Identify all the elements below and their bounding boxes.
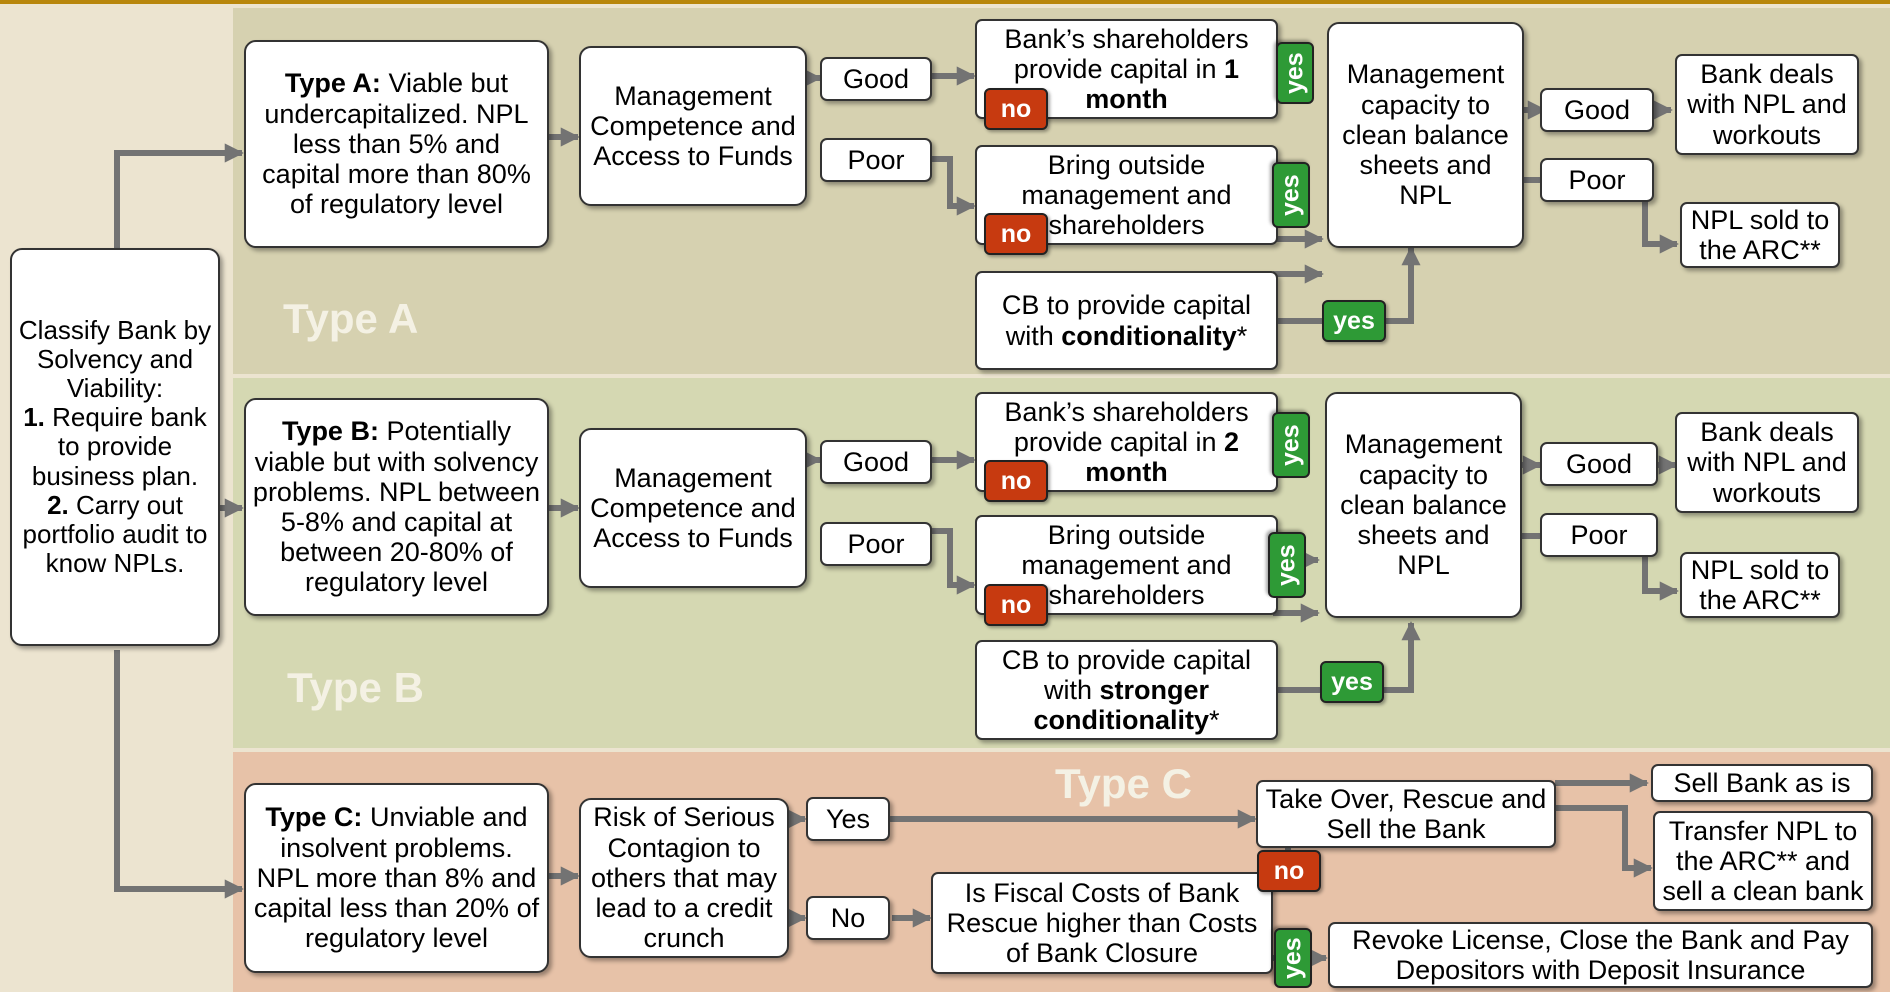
type-a-definition-box: Type A: Viable but undercapitalized. NPL… bbox=[244, 40, 549, 248]
classify-step-1-number: 1. bbox=[23, 402, 45, 433]
band-title-type-b: Type B bbox=[287, 664, 424, 711]
classify-step-1-text: Require bank to provide business plan. bbox=[31, 402, 207, 491]
type-a-poor2-box: Poor bbox=[1540, 158, 1654, 202]
type-a-cb-text: CB to provide capital with bbox=[1001, 290, 1252, 351]
type-b-definition-box: Type B: Potentially viable but with solv… bbox=[244, 398, 549, 616]
type-c-description: Unviable and insolvent problems. NPL mor… bbox=[253, 802, 540, 954]
type-a-bank-deals-box: Bank deals with NPL and workouts bbox=[1675, 54, 1859, 155]
type-b-yes-tag-1: yes bbox=[1272, 412, 1310, 478]
type-b-label: Type B: bbox=[281, 416, 379, 447]
type-a-poor-box: Poor bbox=[820, 138, 932, 182]
type-a-no-tag-2: no bbox=[984, 213, 1048, 255]
type-c-yes-box: Yes bbox=[806, 797, 890, 841]
classify-bank-box: Classify Bank by Solvency and Viability:… bbox=[10, 248, 220, 646]
type-b-capacity-box: Management capacity to clean balance she… bbox=[1325, 392, 1522, 618]
type-a-cb-conditionality: conditionality bbox=[1061, 320, 1237, 351]
type-a-no-tag-1: no bbox=[984, 88, 1048, 130]
type-b-shareholders-text: Bank’s shareholders provide capital in bbox=[1004, 396, 1249, 457]
type-b-npl-sold-box: NPL sold to the ARC** bbox=[1680, 552, 1840, 618]
type-b-no-tag-1: no bbox=[984, 460, 1048, 502]
classify-step-2-text: Carry out portfolio audit to know NPLs. bbox=[22, 489, 208, 578]
type-b-poor2-box: Poor bbox=[1540, 513, 1658, 557]
type-a-npl-sold-box: NPL sold to the ARC** bbox=[1680, 202, 1840, 268]
type-c-definition-box: Type C: Unviable and insolvent problems.… bbox=[244, 783, 549, 973]
type-c-sell-bank-box: Sell Bank as is bbox=[1651, 764, 1873, 802]
band-title-type-c: Type C bbox=[1055, 760, 1192, 807]
type-a-good2-box: Good bbox=[1540, 88, 1654, 132]
type-b-management-box: Management Competence and Access to Fund… bbox=[579, 428, 807, 588]
type-a-good-box: Good bbox=[820, 57, 932, 101]
type-b-cb-footnote-mark: * bbox=[1208, 705, 1220, 736]
type-c-revoke-license-box: Revoke License, Close the Bank and Pay D… bbox=[1328, 922, 1873, 988]
classify-intro: Classify Bank by Solvency and Viability: bbox=[18, 315, 212, 404]
type-b-cb-conditionality: stronger conditionality bbox=[1033, 674, 1210, 736]
type-a-cb-capital-box: CB to provide capital with conditionalit… bbox=[975, 271, 1278, 370]
type-c-takeover-box: Take Over, Rescue and Sell the Bank bbox=[1256, 780, 1556, 848]
type-a-capacity-box: Management capacity to clean balance she… bbox=[1327, 22, 1524, 248]
type-b-description: Potentially viable but with solvency pro… bbox=[252, 416, 541, 598]
type-a-yes-tag-2: yes bbox=[1272, 162, 1310, 228]
type-c-no-box: No bbox=[806, 896, 890, 940]
type-a-yes-tag-1: yes bbox=[1276, 42, 1314, 104]
type-b-yes-tag-3: yes bbox=[1320, 661, 1384, 703]
type-b-poor-box: Poor bbox=[820, 522, 932, 566]
type-b-no-tag-2: no bbox=[984, 584, 1048, 626]
type-b-good-box: Good bbox=[820, 440, 932, 484]
top-accent-bar bbox=[0, 0, 1890, 4]
type-b-bank-deals-box: Bank deals with NPL and workouts bbox=[1675, 412, 1859, 513]
type-c-transfer-npl-box: Transfer NPL to the ARC** and sell a cle… bbox=[1653, 811, 1873, 911]
type-c-contagion-risk-box: Risk of Serious Contagion to others that… bbox=[579, 798, 789, 958]
type-a-management-box: Management Competence and Access to Fund… bbox=[579, 46, 807, 206]
type-a-cb-footnote-mark: * bbox=[1236, 320, 1248, 351]
type-b-good2-box: Good bbox=[1540, 442, 1658, 486]
type-a-label: Type A: bbox=[284, 68, 381, 99]
type-a-outside-management-box: Bring outside management and shareholder… bbox=[975, 145, 1278, 245]
type-a-description: Viable but undercapitalized. NPL less th… bbox=[262, 68, 531, 220]
type-a-shareholders-period: 1 month bbox=[1085, 53, 1240, 115]
type-b-yes-tag-2: yes bbox=[1268, 532, 1306, 598]
type-b-cb-capital-box: CB to provide capital with stronger cond… bbox=[975, 640, 1278, 740]
type-b-shareholders-box: Bank’s shareholders provide capital in 2… bbox=[975, 392, 1278, 492]
band-title-type-a: Type A bbox=[283, 295, 419, 342]
type-a-shareholders-text: Bank’s shareholders provide capital in bbox=[1004, 23, 1249, 84]
type-b-shareholders-period: 2 month bbox=[1085, 426, 1240, 488]
type-c-no-tag: no bbox=[1257, 850, 1321, 892]
classify-step-2-number: 2. bbox=[47, 489, 69, 520]
type-a-shareholders-box: Bank’s shareholders provide capital in 1… bbox=[975, 19, 1278, 119]
type-c-label: Type C: bbox=[265, 802, 363, 833]
type-c-yes-tag: yes bbox=[1274, 928, 1312, 988]
type-b-cb-text: CB to provide capital with bbox=[1001, 644, 1252, 705]
type-a-yes-tag-3: yes bbox=[1322, 300, 1386, 342]
type-c-fiscal-cost-box: Is Fiscal Costs of Bank Rescue higher th… bbox=[931, 872, 1273, 974]
